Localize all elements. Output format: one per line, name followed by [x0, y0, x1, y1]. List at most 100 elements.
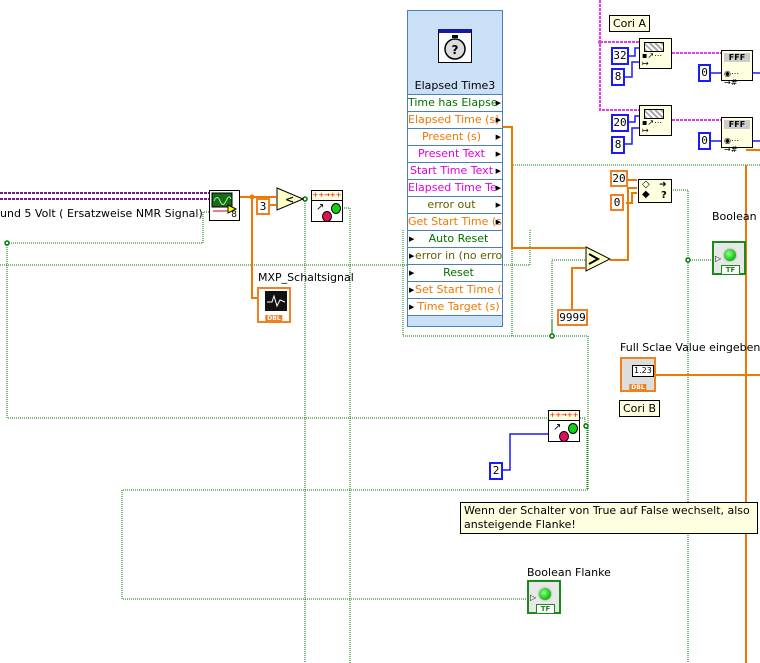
- integer-constant-0[interactable]: 0: [698, 64, 711, 82]
- string-icon: [644, 109, 664, 119]
- numeric-wire: [610, 187, 637, 261]
- length-icon: ↦: [642, 59, 649, 68]
- dynamic-wire: [0, 192, 210, 200]
- string-subset-node[interactable]: ▪↗⋯ ↦: [639, 105, 672, 136]
- terminal-label: Auto Reset: [428, 232, 489, 245]
- terminal-elapsed-time[interactable]: Elapsed Time (s)▶: [408, 111, 502, 128]
- terminal-present-text[interactable]: Present Text▶: [408, 145, 502, 162]
- led-icon: [539, 588, 551, 600]
- wire-junction: [249, 194, 255, 200]
- integer-constant-2[interactable]: 2: [489, 462, 503, 480]
- express-vi-title: Elapsed Time3: [414, 79, 496, 92]
- numeric-constant-9999[interactable]: 9999: [557, 309, 588, 326]
- arrow-icon: ++→++: [549, 411, 579, 421]
- integer-constant-8[interactable]: 8: [611, 136, 625, 154]
- resize-arrow-icon: ↗: [316, 202, 325, 213]
- integer-constant-32[interactable]: 32: [611, 47, 629, 65]
- signal-label: und 5 Volt ( Ersatzweise NMR Signal): [0, 207, 203, 220]
- diamond-filled-icon: ◆: [642, 189, 650, 200]
- wire-junction: [685, 257, 691, 263]
- cori-b-label: Cori B: [619, 400, 661, 417]
- green-led-icon: [331, 203, 341, 214]
- string-wire: [599, 0, 640, 111]
- numeric-constant-0[interactable]: 0: [610, 194, 624, 211]
- waveform-chart-indicator[interactable]: DBL: [257, 287, 291, 323]
- type-badge: DBL: [629, 384, 647, 391]
- numeric-constant-3[interactable]: 3: [256, 198, 270, 215]
- terminal-reset[interactable]: ▶Reset: [408, 264, 502, 281]
- terminal-elapsed-time-text[interactable]: Elapsed Time Te▶: [408, 179, 502, 196]
- string-icon: [644, 42, 664, 52]
- arrow-icon: ++→++: [312, 191, 342, 201]
- numeric-wire: [571, 267, 585, 310]
- digital-write-node[interactable]: ++→++ ↗: [311, 190, 343, 222]
- terminal-present[interactable]: Present (s)▶: [408, 128, 502, 145]
- red-led-icon: [559, 431, 569, 442]
- numeric-wire: [503, 126, 585, 249]
- integer-constant-8[interactable]: 8: [611, 68, 625, 86]
- integer-wire: [503, 433, 548, 471]
- in-range-node[interactable]: [585, 246, 611, 272]
- svg-text:?: ?: [452, 43, 459, 57]
- channel-count: 8: [231, 210, 237, 220]
- type-badge: DBL: [265, 315, 283, 322]
- cori-a-label: Cori A: [609, 15, 651, 32]
- terminal-label: Time Target (s): [417, 300, 500, 313]
- boolean-flanke-indicator[interactable]: ▷ TF: [527, 580, 561, 614]
- waveform-subset-node[interactable]: 8: [209, 190, 240, 221]
- integer-constant-0[interactable]: 0: [698, 132, 711, 150]
- boolean-wire: [551, 259, 585, 336]
- terminal-set-start-time[interactable]: ▶Set Start Time (s: [408, 281, 502, 298]
- elapsed-time-express-vi[interactable]: ? Elapsed Time3 Time has Elapse▶ Elapsed…: [407, 10, 503, 327]
- boolean-flanke-label: Boolean Flanke: [527, 566, 611, 579]
- boolean-wire: [0, 230, 531, 266]
- numeric-wire: [251, 197, 258, 299]
- numeric-wire: [626, 192, 637, 204]
- terminal-label: Present (s): [421, 130, 482, 143]
- scan-from-string-node[interactable]: FFF ◉⋯→#: [721, 117, 753, 154]
- scan-from-string-node[interactable]: FFF ◉⋯→#: [721, 50, 753, 87]
- terminal-label: Get Start Time (s: [408, 215, 502, 228]
- full-scale-numeric-control[interactable]: 1.23 DBL: [620, 357, 656, 392]
- in-range-coerce-node[interactable]: ◇ ◆ ➜ ?: [638, 179, 672, 203]
- terminal-label: error out: [427, 198, 476, 211]
- terminal-time-target[interactable]: ▶Time Target (s): [408, 298, 502, 315]
- terminal-error-in[interactable]: ▶error in (no error: [408, 247, 502, 264]
- wire-junction: [598, 40, 602, 44]
- integer-constant-20[interactable]: 20: [611, 114, 629, 132]
- stopwatch-icon: ?: [438, 29, 472, 63]
- less-than-node[interactable]: <: [276, 187, 304, 211]
- wire-junction: [583, 423, 589, 429]
- terminal-label: Time has Elapse: [408, 96, 498, 109]
- integer-wire: [628, 115, 640, 123]
- red-led-icon: [322, 211, 332, 222]
- terminal-time-has-elapsed[interactable]: Time has Elapse▶: [408, 94, 502, 111]
- terminal-label: Present Text: [417, 147, 485, 160]
- input-arrow-icon: ▷: [715, 254, 722, 263]
- terminal-get-start-time[interactable]: Get Start Time (s▶: [408, 213, 502, 230]
- wire-junction: [549, 333, 555, 339]
- terminal-error-out[interactable]: error out▶: [408, 196, 502, 213]
- boolean-indicator[interactable]: ▷ TF: [712, 241, 746, 275]
- format-text: FFF: [724, 53, 750, 62]
- length-icon: ↦: [642, 126, 649, 135]
- subset-icon: ▪↗⋯: [642, 118, 663, 127]
- integer-wire: [752, 72, 760, 142]
- green-led-icon: [568, 423, 578, 434]
- numeric-constant-20[interactable]: 20: [610, 170, 628, 187]
- diamond-outline-icon: ◇: [642, 179, 650, 190]
- type-badge: TF: [721, 265, 740, 274]
- integer-wire: [624, 61, 640, 78]
- full-scale-label: Full Sclae Value eingeben,: [620, 341, 760, 354]
- digital-write-node[interactable]: ++→++ ↗: [548, 410, 580, 442]
- type-badge: TF: [536, 604, 555, 613]
- wire-junction: [4, 240, 10, 246]
- terminal-auto-reset[interactable]: ▶Auto Reset: [408, 230, 502, 247]
- waveform-icon: [211, 192, 238, 214]
- chart-icon: [265, 291, 287, 311]
- terminal-start-time-text[interactable]: Start Time Text▶: [408, 162, 502, 179]
- string-subset-node[interactable]: ▪↗⋯ ↦: [639, 38, 672, 69]
- scan-icon: ◉⋯→#: [724, 136, 739, 154]
- compare-symbol: <: [285, 193, 294, 206]
